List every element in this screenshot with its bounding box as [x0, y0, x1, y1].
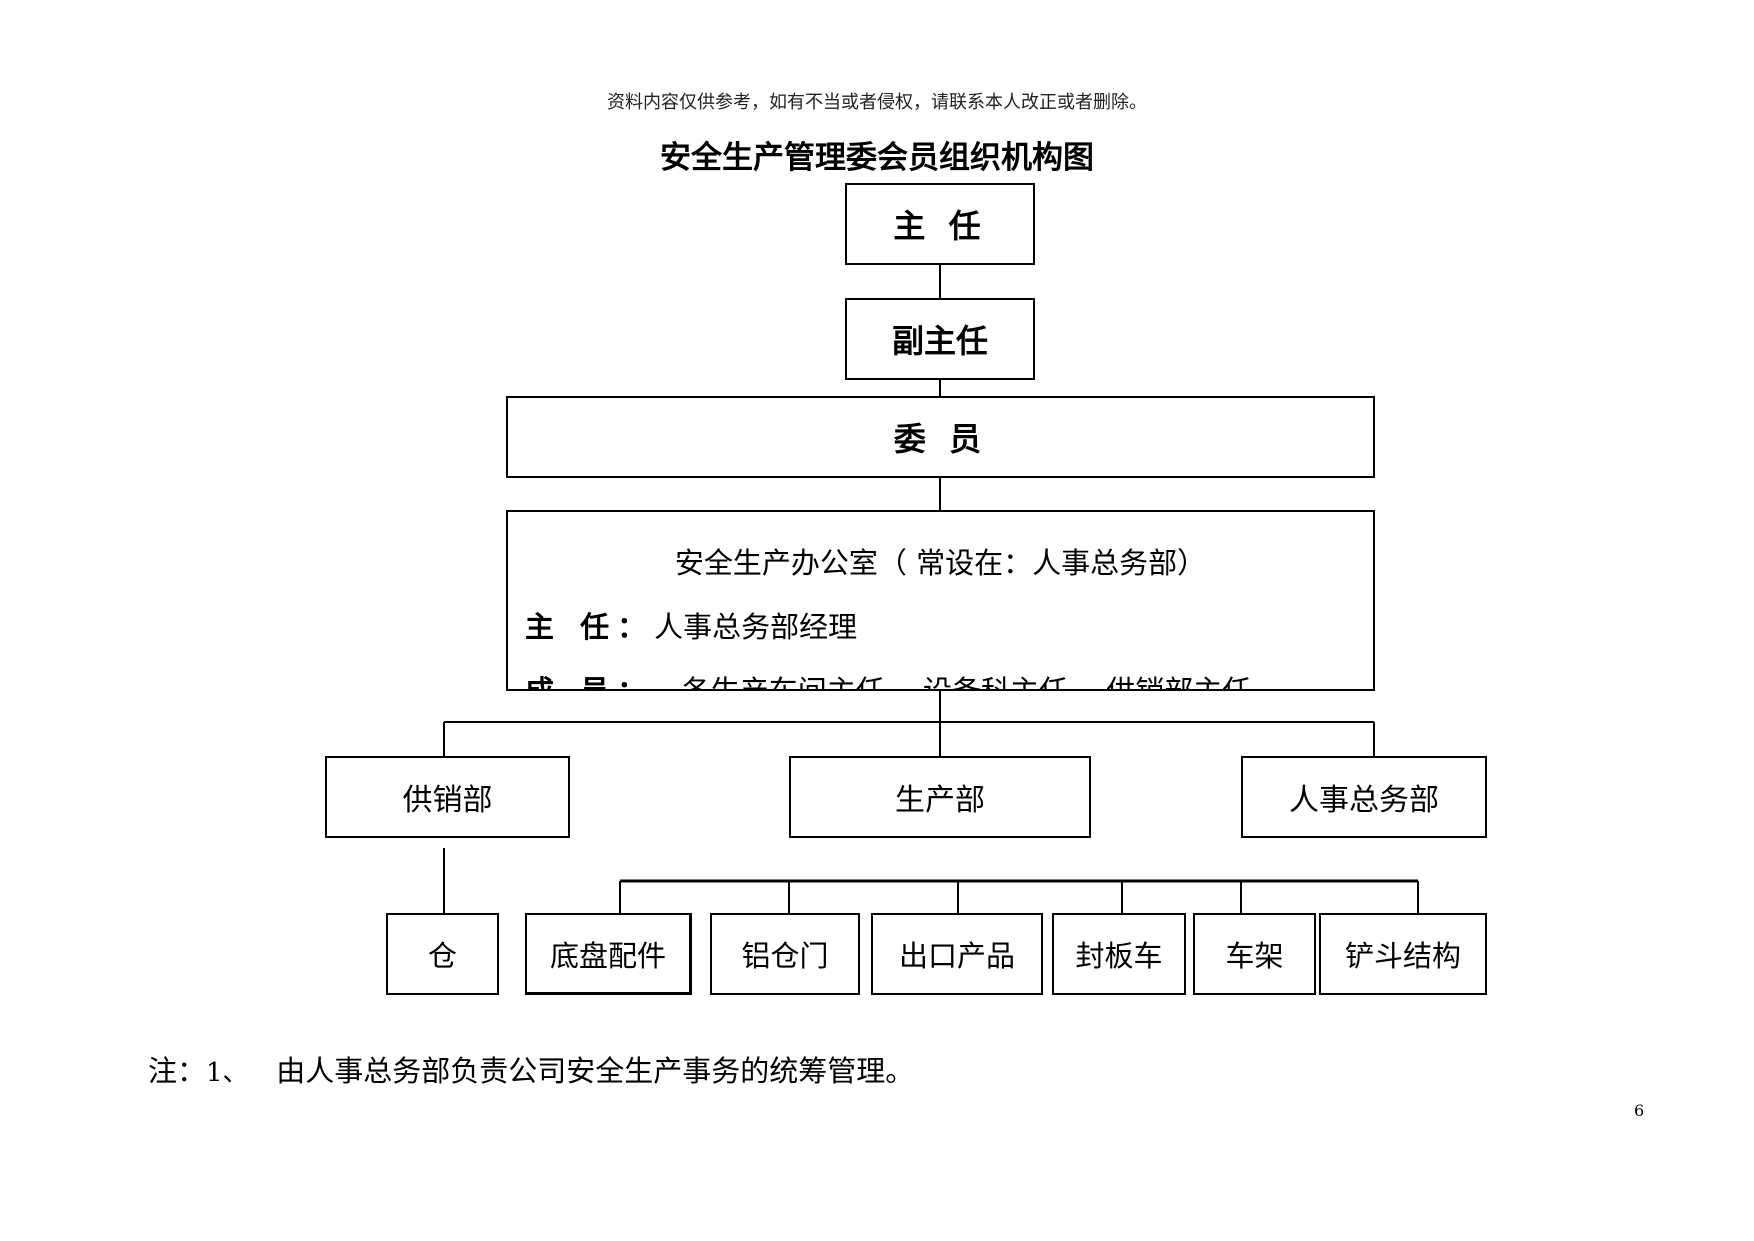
- unit-vehicle-frame: 车架: [1193, 913, 1316, 995]
- office-director-label: 主 任：: [525, 610, 655, 644]
- office-members-label: 成 员：: [525, 674, 655, 691]
- unit-bucket-structure-label: 铲斗结构: [1344, 939, 1461, 973]
- deputy-director-box: 副主任: [845, 298, 1035, 380]
- department-hr-label: 人事总务部: [1289, 783, 1439, 818]
- unit-warehouse: 仓: [386, 913, 499, 995]
- office-members-row: 成 员： 各生产车间主任、 设备科主任、 供销部主任: [525, 668, 1252, 691]
- unit-sealed-truck-label: 封板车: [1075, 939, 1163, 973]
- safety-office-box: 安全生产办公室（ 常设在：人事总务部） 主 任：人事总务部经理 成 员： 各生产…: [506, 510, 1375, 691]
- page-title: 安全生产管理委会员组织机构图: [660, 140, 1094, 176]
- unit-aluminum-door-label: 铝仓门: [741, 939, 829, 973]
- department-hr: 人事总务部: [1241, 756, 1487, 838]
- unit-chassis-parts-label: 底盘配件: [549, 938, 666, 973]
- unit-chassis-parts: 底盘配件: [525, 913, 692, 995]
- unit-aluminum-door: 铝仓门: [710, 913, 860, 995]
- page-number: 6: [1634, 1101, 1645, 1120]
- safety-office-heading: 安全生产办公室（ 常设在：人事总务部）: [674, 546, 1207, 580]
- unit-sealed-truck: 封板车: [1052, 913, 1186, 995]
- unit-vehicle-frame-label: 车架: [1225, 939, 1284, 973]
- footnote-prefix: 注：: [148, 1054, 207, 1088]
- footnote: 注：1、 由人事总务部负责公司安全生产事务的统筹管理。: [148, 1048, 914, 1090]
- unit-bucket-structure: 铲斗结构: [1319, 913, 1487, 995]
- committee-label: 委 员: [893, 420, 988, 458]
- office-members-value: 各生产车间主任、 设备科主任、 供销部主任: [681, 674, 1252, 691]
- disclaimer: 资料内容仅供参考，如有不当或者侵权，请联系本人改正或者删除。: [607, 92, 1147, 113]
- footnote-text: 由人事总务部负责公司安全生产事务的统筹管理。: [276, 1054, 915, 1088]
- office-director-value: 人事总务部经理: [654, 610, 858, 644]
- footnote-number: 1、: [206, 1058, 249, 1088]
- department-supply: 供销部: [325, 756, 570, 838]
- department-production-label: 生产部: [895, 783, 985, 818]
- department-supply-label: 供销部: [402, 783, 493, 818]
- unit-export-products-label: 出口产品: [898, 939, 1015, 973]
- unit-export-products: 出口产品: [871, 913, 1043, 995]
- department-production: 生产部: [789, 756, 1091, 838]
- office-director-row: 主 任：人事总务部经理: [525, 604, 857, 646]
- director-label: 主 任: [893, 207, 987, 245]
- deputy-director-label: 副主任: [891, 322, 988, 360]
- committee-box: 委 员: [506, 396, 1375, 478]
- director-box: 主 任: [845, 183, 1035, 265]
- unit-warehouse-label: 仓: [427, 939, 457, 973]
